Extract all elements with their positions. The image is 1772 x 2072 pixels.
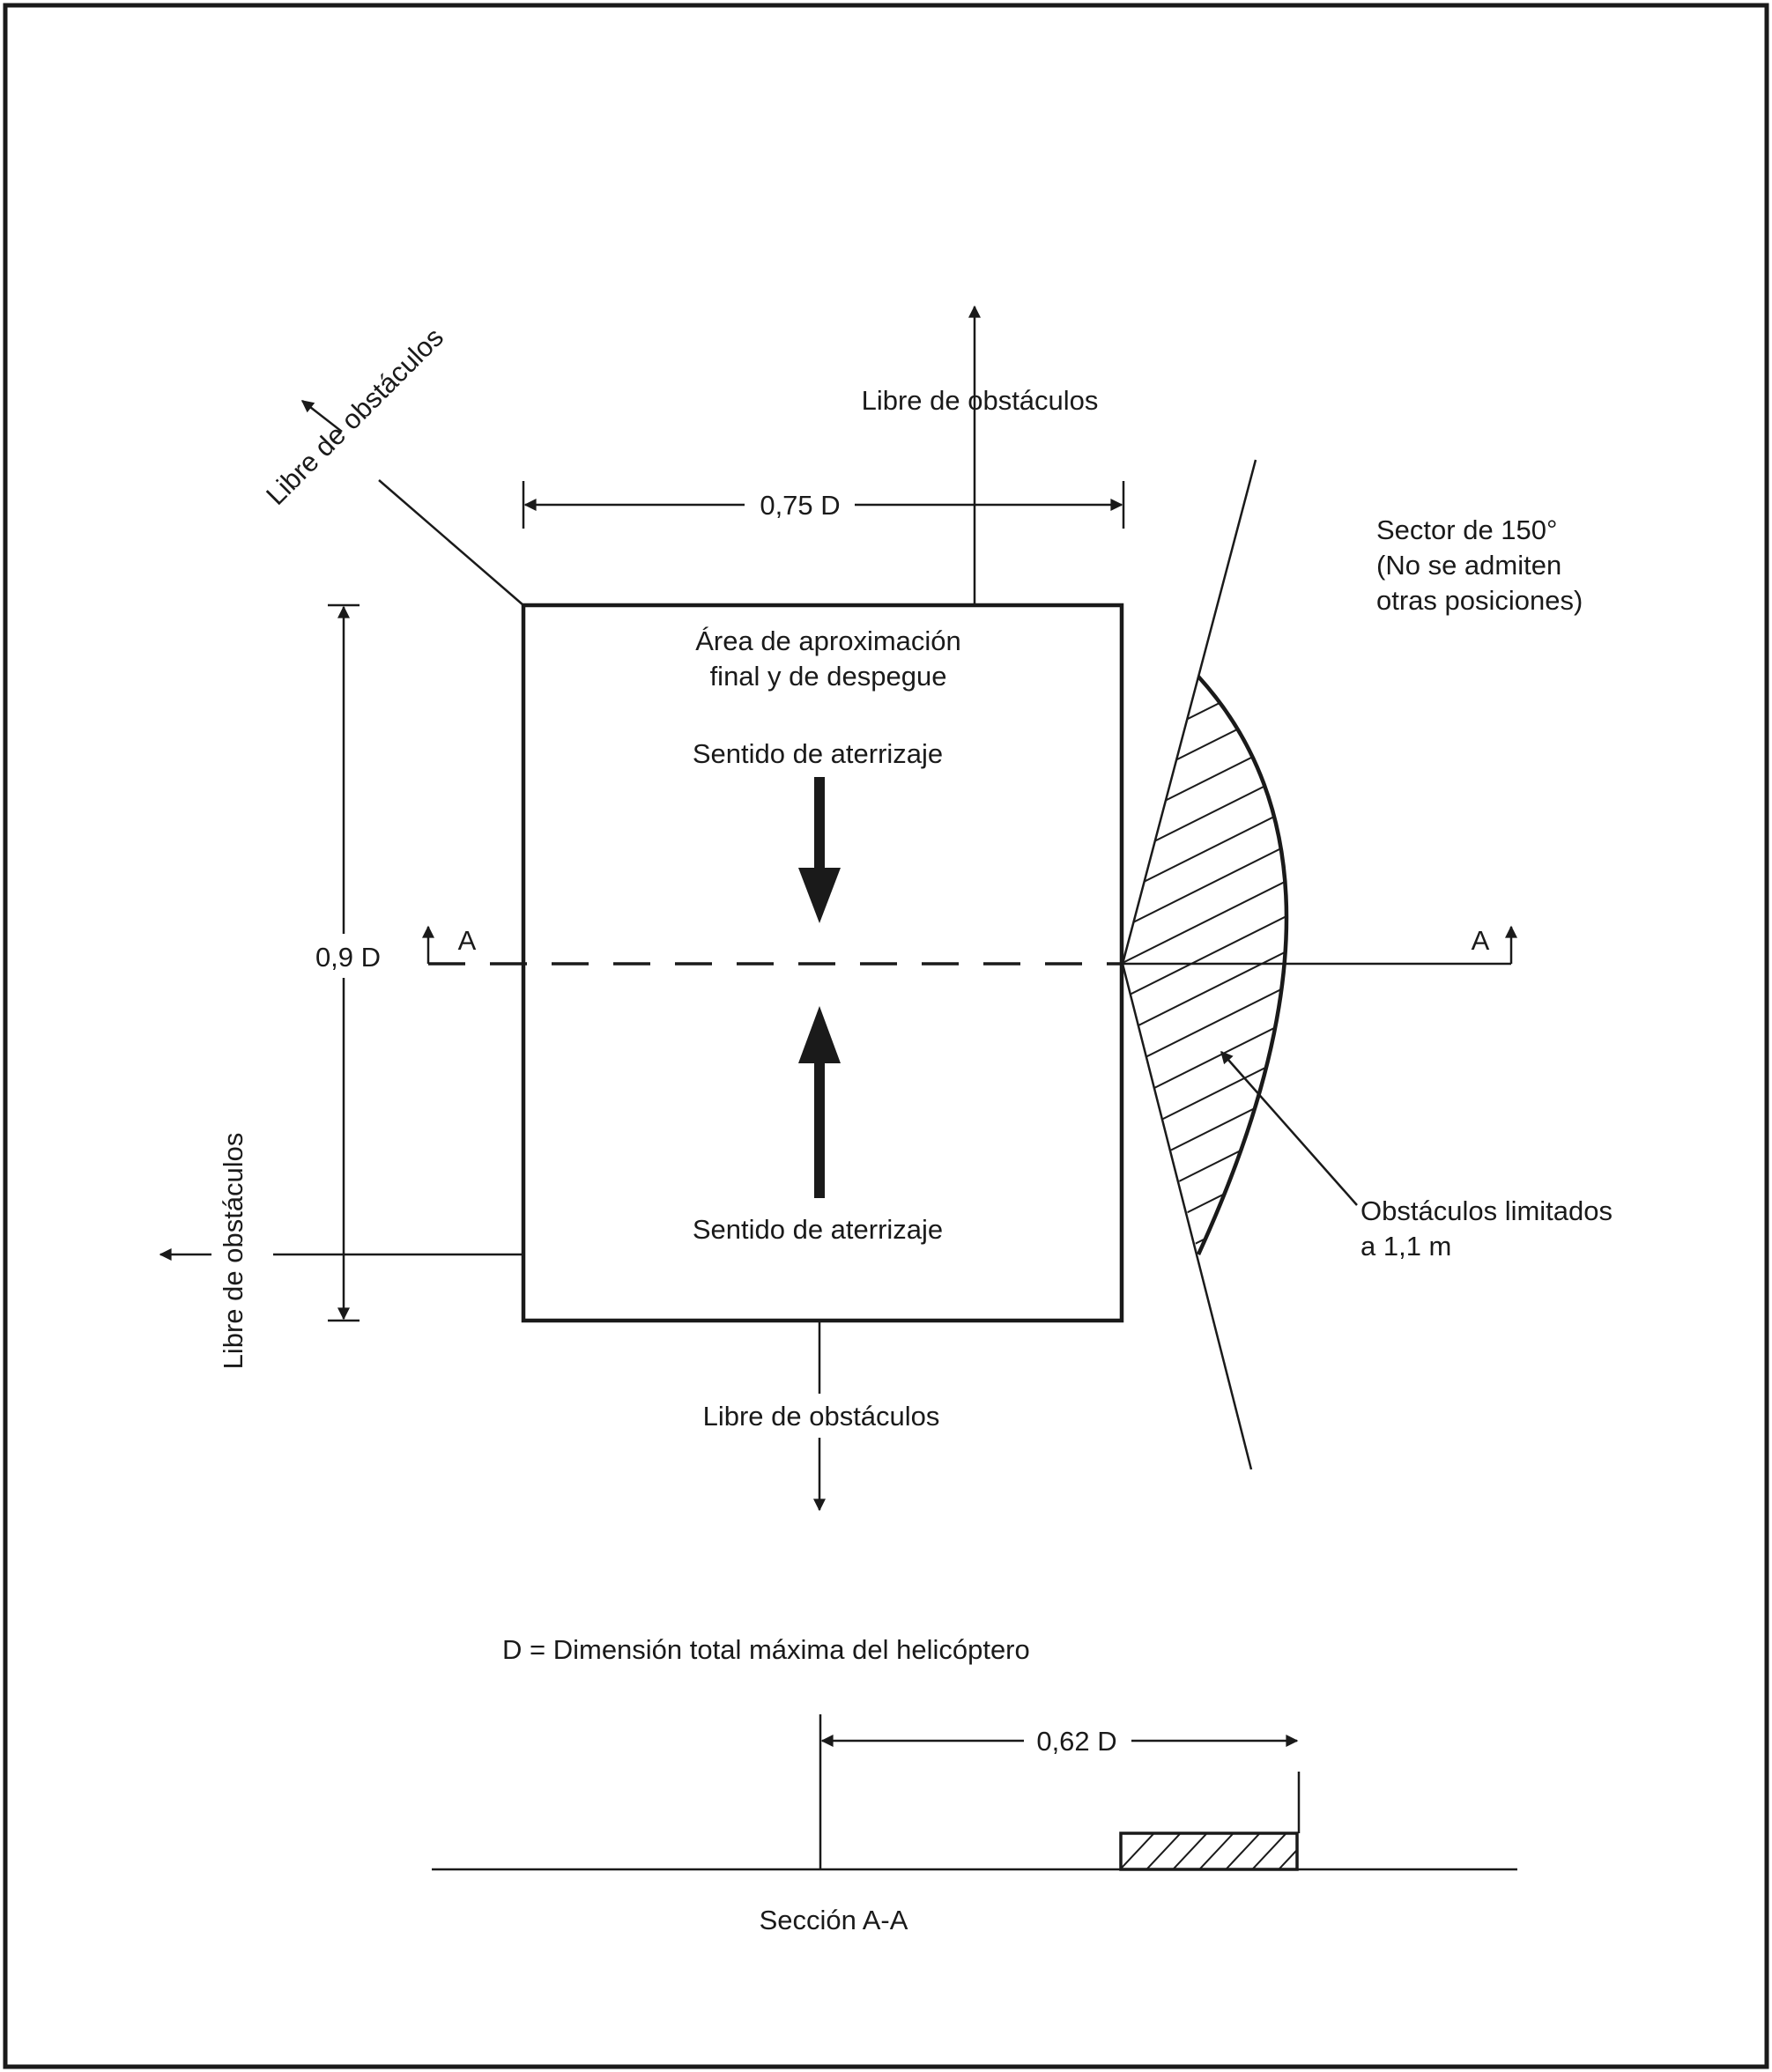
label-section-left: A (458, 925, 477, 956)
label-landing-bottom: Sentido de aterrizaje (693, 1214, 943, 1245)
label-section-right: A (1472, 925, 1490, 956)
label-dim-section: 0,62 D (1036, 1726, 1116, 1757)
section-aa-drawing (432, 1714, 1517, 1871)
landing-arrow-up (798, 1006, 841, 1198)
label-dim-width: 0,75 D (760, 490, 840, 521)
label-landing-top: Sentido de aterrizaje (693, 738, 943, 769)
label-dim-height: 0,9 D (315, 942, 381, 973)
label-clear-bottom: Libre de obstáculos (703, 1401, 940, 1432)
dimension-width (522, 481, 1125, 529)
label-clear-topleft: Libre de obstáculos (260, 322, 449, 511)
clear-topleft-arrow (300, 400, 524, 606)
legend-text: D = Dimensión total máxima del helicópte… (502, 1634, 1030, 1665)
section-title: Sección A-A (760, 1905, 908, 1935)
section-line (422, 925, 1517, 966)
label-sector-line3: otras posiciones) (1376, 585, 1583, 616)
obstacle-zone-hatched (1123, 675, 1289, 1255)
label-obstacles-line2: a 1,1 m (1361, 1231, 1451, 1262)
landing-arrow-down (798, 777, 841, 923)
dimension-height (328, 603, 360, 1322)
sector-150-lines (1121, 459, 1257, 1470)
label-sector-line2: (No se admiten (1376, 550, 1561, 581)
label-clear-top: Libre de obstáculos (862, 385, 1099, 416)
outer-frame (3, 3, 1769, 2069)
label-area-line2: final y de despegue (710, 661, 947, 692)
obstacles-pointer (1220, 1050, 1358, 1206)
label-obstacles-line1: Obstáculos limitados (1361, 1195, 1613, 1226)
label-clear-left: Libre de obstáculos (218, 1133, 248, 1370)
label-area-line1: Área de aproximación (695, 625, 961, 656)
label-sector-line1: Sector de 150° (1376, 514, 1557, 545)
